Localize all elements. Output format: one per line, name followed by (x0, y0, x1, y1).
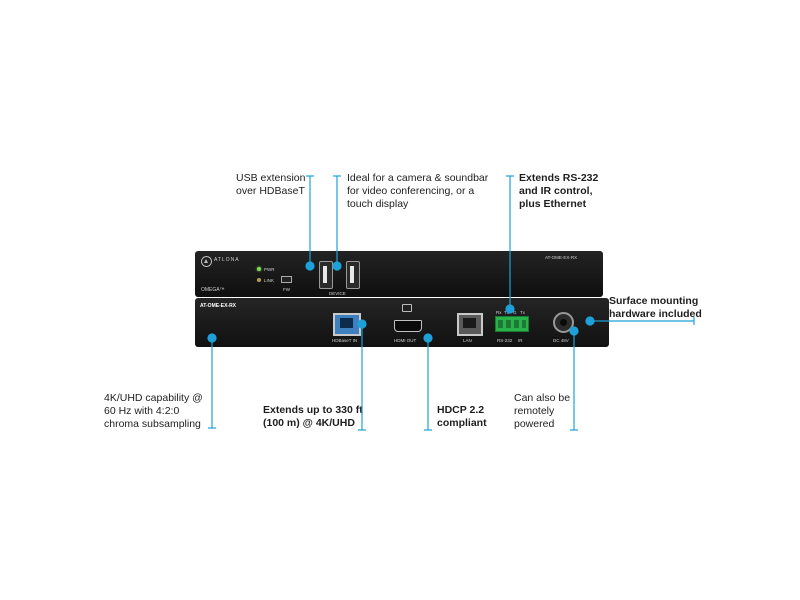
usb-port (346, 261, 360, 289)
leader-dot-hdcp (423, 333, 433, 343)
leader-dot-surface-mounting (585, 316, 595, 326)
callout-line: USB extension (236, 172, 306, 184)
front-model-label: AT-OME-EX-RX (545, 255, 578, 260)
link-led (257, 278, 261, 282)
callout-line: remotely (514, 405, 555, 417)
callout-line: 60 Hz with 4:2:0 (104, 405, 180, 417)
fw-port (281, 276, 292, 283)
callout-line: Surface mounting (609, 295, 699, 307)
terminal-pin-label: G (513, 310, 517, 315)
dc-48v-label: DC 48V (553, 338, 569, 343)
terminal-pin-label: Tx (504, 310, 509, 315)
callout-line: touch display (347, 198, 409, 210)
callout-line: Extends RS-232 (519, 172, 599, 184)
brand-name: ATLONA (214, 257, 240, 263)
hdbaset-in-label: HDBaseT IN (332, 338, 358, 343)
leader-dot-extends-rs232 (505, 304, 515, 314)
callout-line: HDCP 2.2 (437, 404, 485, 416)
ir-label: IR (518, 338, 523, 343)
rs232-label: RS-232 (497, 338, 513, 343)
power-led (257, 267, 261, 271)
hdmi-out-port (394, 320, 422, 332)
atlona-logo-icon (201, 256, 212, 267)
callout-line: chroma subsampling (104, 418, 201, 430)
callout-usb-extension: USB extension over HDBaseT (236, 172, 305, 198)
callout-line: plus Ethernet (519, 198, 587, 210)
device-label: DEVICE (329, 291, 346, 296)
leader-dot-ideal-for (332, 261, 342, 271)
rs232-ir-terminal-block (495, 316, 529, 332)
lan-label: LAN (463, 338, 472, 343)
power-led-label: PWR (264, 267, 275, 272)
terminal-pin-label: Tx (520, 310, 525, 315)
dc-power-jack (553, 312, 574, 333)
hdmi-out-label: HDMI OUT (394, 338, 417, 343)
rear-model-label: AT-OME-EX-RX (200, 303, 237, 309)
callout-line: (100 m) @ 4K/UHD (263, 417, 355, 429)
leader-dot-uhd-capability (207, 333, 217, 343)
callout-line: and IR control, (519, 185, 593, 197)
callout-hdcp: HDCP 2.2 compliant (437, 404, 487, 430)
lan-port (457, 313, 483, 336)
callout-uhd-capability: 4K/UHD capability @ 60 Hz with 4:2:0 chr… (104, 392, 203, 431)
rear-panel-device: AT-OME-EX-RX HDBaseT IN HDMI OUT LAN Rx … (195, 298, 609, 347)
fw-label: FW (283, 287, 290, 292)
callout-surface-mounting: Surface mounting hardware included (609, 295, 702, 321)
leader-dot-extends-distance (357, 319, 367, 329)
callout-extends-rs232: Extends RS-232 and IR control, plus Ethe… (519, 172, 598, 211)
callout-line: over HDBaseT (236, 185, 305, 197)
callout-ideal-for: Ideal for a camera & soundbar for video … (347, 172, 488, 211)
callout-line: compliant (437, 417, 487, 429)
link-led-label: LINK (264, 278, 275, 283)
usb-port (319, 261, 333, 289)
leader-dot-usb-extension (305, 261, 315, 271)
series-label: OMEGA™ (201, 287, 225, 293)
callout-line: for video conferencing, or a (347, 185, 475, 197)
callout-line: Can also be (514, 392, 571, 404)
terminal-pin-label: Rx (496, 310, 502, 315)
callout-line: powered (514, 418, 555, 430)
front-panel-device: ATLONA AT-OME-EX-RX OMEGA™ PWR LINK FW D… (195, 251, 603, 297)
callout-extends-distance: Extends up to 330 ft (100 m) @ 4K/UHD (263, 404, 363, 430)
callout-line: Ideal for a camera & soundbar (347, 172, 489, 184)
hdmi-plug-icon (402, 304, 412, 312)
callout-line: hardware included (609, 308, 702, 320)
leader-dot-remotely-powered (569, 326, 579, 336)
callout-remotely-powered: Can also be remotely powered (514, 392, 570, 431)
callout-line: 4K/UHD capability @ (104, 392, 203, 404)
callout-line: Extends up to 330 ft (263, 404, 363, 416)
